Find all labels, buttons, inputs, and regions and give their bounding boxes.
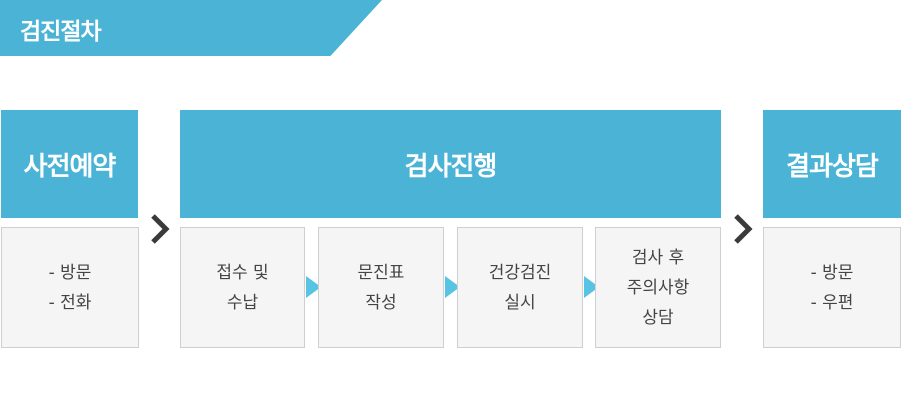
substep-line: 실시 [504, 292, 536, 313]
reservation-method-phone: - 전화 [48, 292, 92, 313]
chevron-right-icon [151, 214, 170, 244]
substep-checkup: 건강검진 실시 [457, 227, 583, 348]
arrow-right-icon [445, 276, 460, 298]
substep-line: 수납 [226, 292, 259, 313]
chevron-right-icon [734, 214, 753, 244]
substep-line: 상담 [642, 307, 674, 328]
step-result-header: 결과상담 [763, 110, 901, 218]
substep-line: 문진표 [357, 262, 405, 283]
substep-questionnaire: 문진표 작성 [318, 227, 444, 348]
section-banner [0, 0, 382, 56]
substep-line: 검사 후 [631, 247, 685, 268]
step-reservation-header: 사전예약 [1, 110, 138, 218]
substep-counseling: 검사 후 주의사항 상담 [595, 227, 721, 348]
substep-line: 작성 [365, 292, 397, 313]
step-exam-header: 검사진행 [180, 110, 721, 218]
substep-registration: 접수 및 수납 [180, 227, 305, 348]
substep-line: 주의사항 [626, 277, 690, 298]
result-method-mail: - 우편 [810, 292, 854, 313]
substep-line: 건강검진 [488, 262, 552, 283]
step-reservation-box: - 방문 - 전화 [1, 227, 139, 348]
section-title: 검진절차 [20, 19, 102, 45]
step-result-box: - 방문 - 우편 [763, 227, 901, 348]
reservation-method-visit: - 방문 [48, 262, 92, 283]
substep-line: 접수 및 [216, 262, 269, 283]
arrow-right-icon [306, 276, 321, 298]
result-method-visit: - 방문 [810, 262, 854, 283]
